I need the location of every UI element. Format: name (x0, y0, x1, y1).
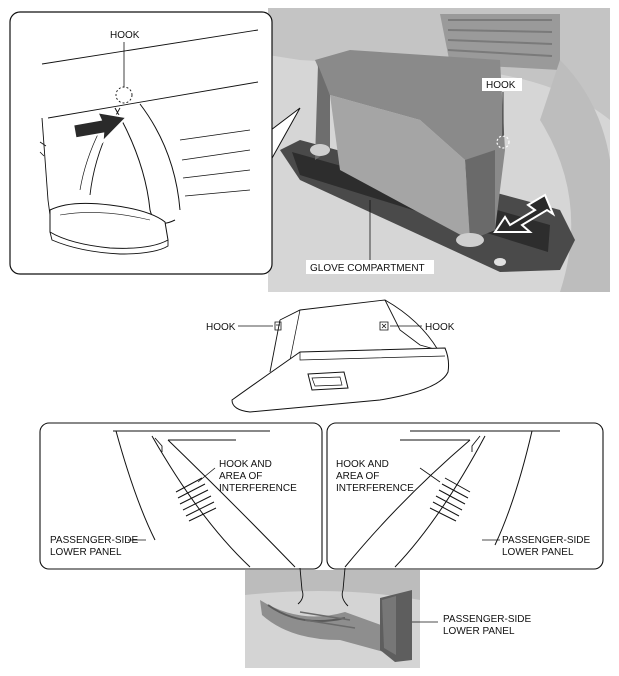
panel-label-right-2: LOWER PANEL (502, 547, 574, 558)
interference-label-left-3: INTERFERENCE (219, 483, 297, 494)
panel-label-left-1: PASSENGER-SIDE (50, 535, 138, 546)
hook-label-photo: HOOK (486, 80, 516, 91)
glove-box-handle (307, 371, 349, 391)
interference-hatch-left (175, 477, 217, 522)
lower-right-inset: HOOK AND AREA OF INTERFERENCE PASSENGER-… (326, 422, 604, 570)
push-arrow-photo-icon (493, 193, 556, 233)
lower-left-inset: HOOK AND AREA OF INTERFERENCE PASSENGER-… (39, 422, 323, 570)
top-inset: HOOK (9, 11, 273, 275)
hook-label-mid-left: HOOK (206, 322, 236, 333)
hook-left-icon (274, 321, 282, 331)
interference-label-right-2: AREA OF (336, 471, 379, 482)
push-arrow-inset-icon (72, 110, 129, 145)
panel-label-right-1: PASSENGER-SIDE (502, 535, 590, 546)
middle-glove-box: HOOK HOOK (206, 299, 455, 413)
hook-label-inset: HOOK (110, 30, 140, 41)
interference-label-right-1: HOOK AND (336, 459, 389, 470)
bottom-photo: PASSENGER-SIDE LOWER PANEL (245, 567, 531, 668)
panel-label-bottom-1: PASSENGER-SIDE (443, 614, 531, 625)
panel-label-bottom-2: LOWER PANEL (443, 626, 515, 637)
interference-label-right-3: INTERFERENCE (336, 483, 414, 494)
interference-label-left-1: HOOK AND (219, 459, 272, 470)
hook-marker-photo (496, 135, 510, 149)
hook-right-icon (379, 321, 389, 331)
interference-hatch-right (429, 477, 471, 522)
glove-bin (315, 50, 505, 240)
hook-label-mid-right: HOOK (425, 322, 455, 333)
glove-compartment-label: GLOVE COMPARTMENT (310, 263, 425, 274)
panel-label-left-2: LOWER PANEL (50, 547, 122, 558)
top-photo: HOOK GLOVE COMPARTMENT (268, 8, 610, 292)
interference-label-left-2: AREA OF (219, 471, 262, 482)
